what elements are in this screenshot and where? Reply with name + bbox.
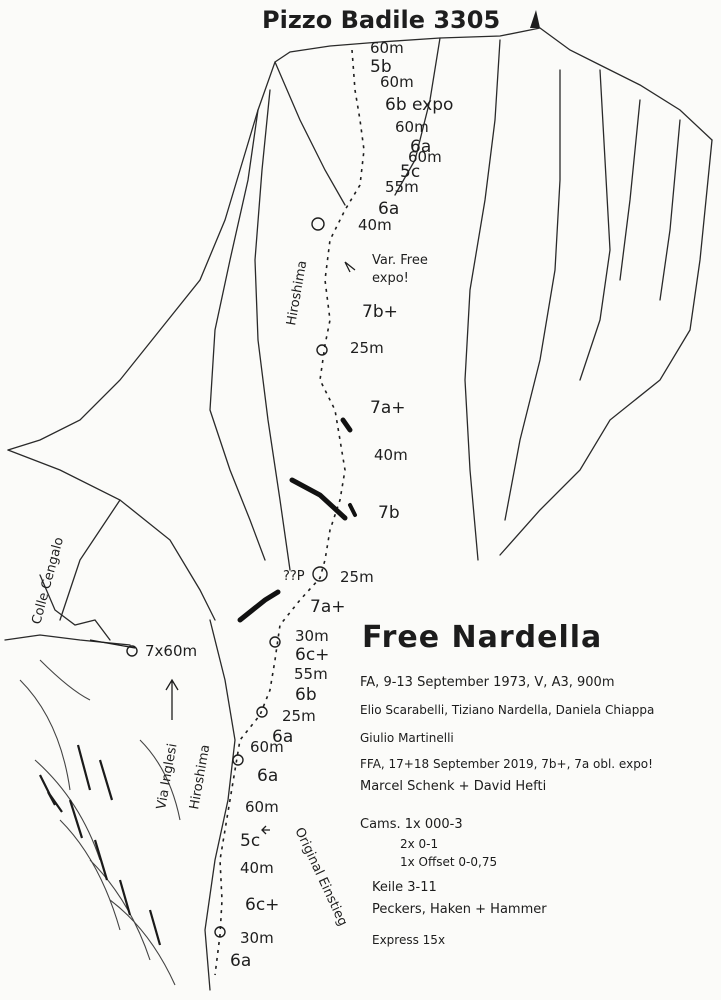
direction-arrows: [39, 744, 162, 946]
pitch-grade: 5c: [400, 162, 420, 182]
hiroshima-label: Hiroshima: [187, 743, 213, 810]
gear-cams: 2x 0-1: [400, 837, 439, 851]
unknown-mark: ??P: [283, 569, 305, 584]
pitch-grade: 7a+: [370, 398, 405, 418]
pitch-grade: 6a: [410, 137, 431, 157]
arrow-left-icon: [344, 261, 356, 273]
pitch-grade: 6b: [295, 685, 317, 705]
gear-cams: 1x Offset 0-0,75: [400, 855, 498, 869]
pitch-length: 25m: [282, 707, 316, 725]
route-name: Free Nardella: [362, 620, 603, 655]
fa-climbers: Giulio Martinelli: [360, 731, 454, 745]
route-info-panel: Free Nardella FA, 9-13 September 1973, V…: [360, 615, 715, 955]
pitch-grade: 6a: [272, 727, 293, 747]
pitch-length: 40m: [240, 859, 274, 877]
pitch-length: 60m: [370, 39, 404, 57]
pitch-grade: 7b: [378, 503, 400, 523]
ffa-line: FFA, 17+18 September 2019, 7b+, 7a obl. …: [360, 757, 653, 771]
colle-cengalo-label: Colle Cengalo: [29, 536, 67, 626]
crux-marks: [237, 417, 357, 623]
variation-label: Var. Free: [372, 253, 428, 268]
pitch-grade: 6b expo: [385, 95, 453, 115]
pitch-length: 60m: [245, 798, 279, 816]
pitch-length: 55m: [294, 665, 328, 683]
summit-flag-icon: [530, 10, 540, 28]
fa-climbers: Elio Scarabelli, Tiziano Nardella, Danie…: [360, 703, 655, 717]
pitch-grade: 7a+: [310, 597, 345, 617]
belay-stations: [126, 217, 328, 938]
pitch-length: 30m: [240, 929, 274, 947]
pitch-length: 30m: [295, 627, 329, 645]
gear-peckers: Peckers, Haken + Hammer: [372, 902, 547, 917]
pitch-length: 60m: [395, 118, 429, 136]
ffa-climbers: Marcel Schenk + David Hefti: [360, 779, 547, 794]
route-line: [214, 49, 365, 976]
pitch-length: 40m: [358, 216, 392, 234]
arrow-up-icon: [165, 678, 179, 720]
pitch-grade: 6a: [230, 951, 251, 971]
fa-line: FA, 9-13 September 1973, V, A3, 900m: [360, 675, 615, 690]
gear-nuts: Keile 3-11: [372, 880, 437, 895]
pitch-labels: 60m 5b 60m 6b expo 60m 6a 60m 5c 55m 6a …: [230, 39, 453, 971]
gear-cams: Cams. 1x 000-3: [360, 817, 463, 832]
hiroshima-label: Hiroshima: [284, 259, 310, 326]
pitch-grade: 6c+: [245, 895, 279, 915]
peak-title: Pizzo Badile 3305: [262, 6, 500, 34]
pitch-length: 25m: [340, 568, 374, 586]
via-inglesi-label: Via Inglesi: [154, 742, 180, 810]
variation-label: expo!: [372, 271, 409, 286]
pitch-grade: 6a: [257, 766, 278, 786]
pitch-length: 25m: [350, 339, 384, 357]
arrow-icons: [89, 261, 356, 835]
pitch-grade: 6a: [378, 199, 399, 219]
pitch-length: 60m: [250, 738, 284, 756]
pitch-length: 55m: [385, 178, 419, 196]
pitch-grade: 5b: [370, 57, 392, 77]
pitch-grade: 5c: [240, 831, 260, 851]
terrain-shading: [19, 659, 181, 986]
approach-line: [89, 639, 136, 649]
pitch-length: 60m: [408, 148, 442, 166]
pitch-grade: 6c+: [295, 645, 329, 665]
pitch-grade: 7b+: [362, 302, 398, 322]
gear-express: Express 15x: [372, 933, 446, 947]
pitch-length: 60m: [380, 73, 414, 91]
pitch-length: 40m: [374, 446, 408, 464]
approach-label: 7x60m: [145, 642, 197, 660]
original-einstieg-label: Original Einstieg: [291, 825, 350, 928]
mountain-outline: [4, 27, 713, 991]
arrow-left-icon: [261, 825, 270, 835]
